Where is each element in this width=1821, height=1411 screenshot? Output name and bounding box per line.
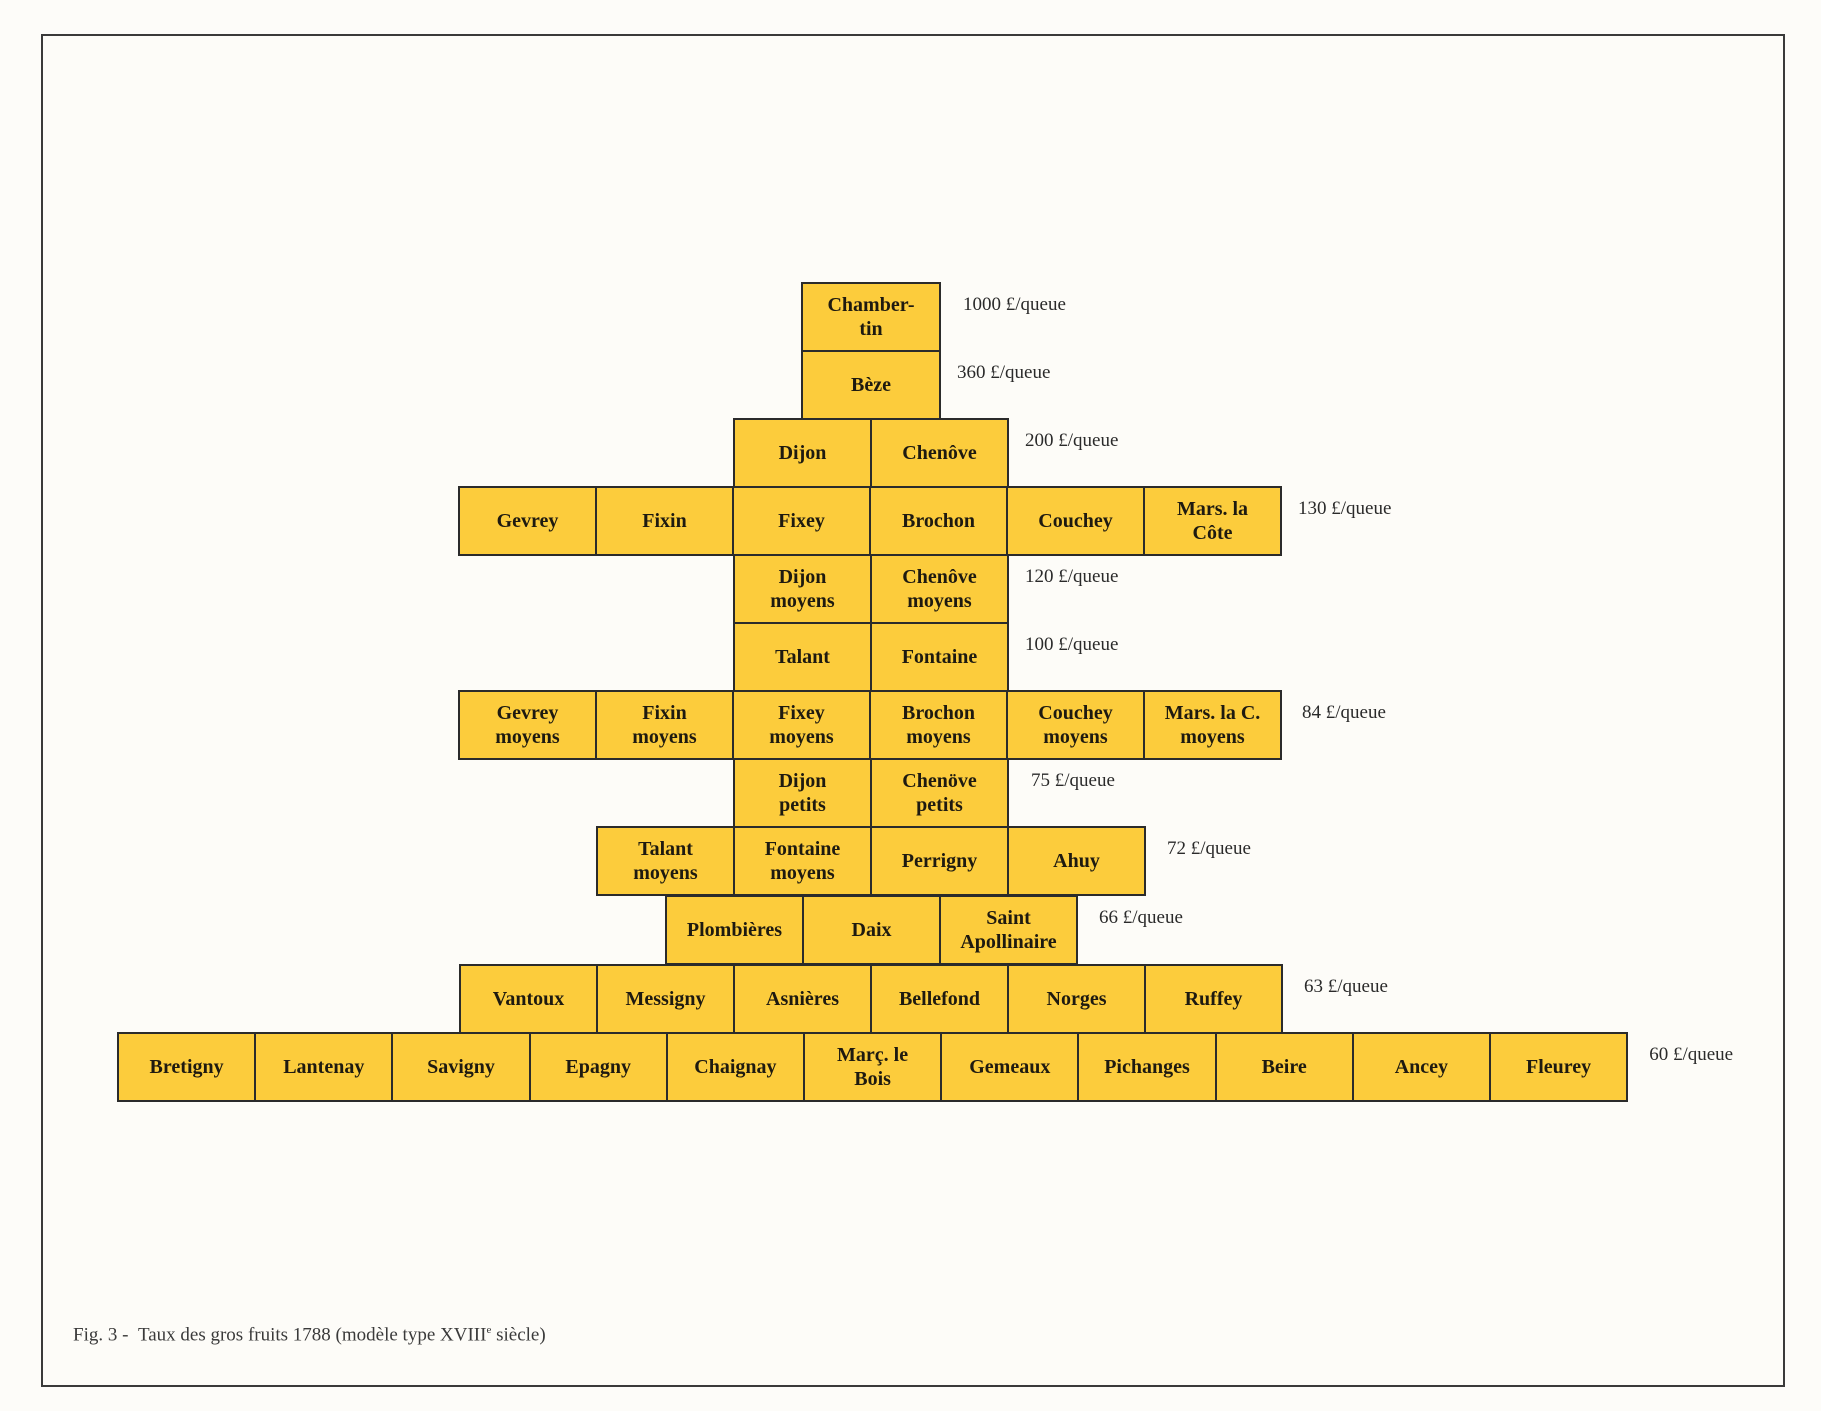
- village-cell: Talant moyens: [596, 826, 735, 896]
- village-cell: Ancey: [1351, 1032, 1491, 1102]
- village-cell: Vantoux: [459, 964, 598, 1034]
- caption-prefix: Fig. 3 -: [73, 1324, 129, 1346]
- caption-sup: e: [486, 1324, 492, 1336]
- village-cell: Març. le Bois: [803, 1032, 943, 1102]
- rate-label: 100 £/queue: [1025, 634, 1119, 655]
- village-cell: Dijon petits: [733, 758, 872, 828]
- village-cell: Pichanges: [1077, 1032, 1217, 1102]
- rate-label: 130 £/queue: [1298, 498, 1392, 519]
- village-cell: Ruffey: [1144, 964, 1283, 1034]
- caption-suffix: siècle): [491, 1324, 546, 1346]
- village-cell: Perrigny: [870, 826, 1009, 896]
- village-cell: Norges: [1007, 964, 1146, 1034]
- village-cell: Asnières: [733, 964, 872, 1034]
- village-cell: Epagny: [528, 1032, 668, 1102]
- village-cell: Gemeaux: [940, 1032, 1080, 1102]
- rate-label: 360 £/queue: [957, 362, 1051, 383]
- village-cell: Couchey moyens: [1006, 690, 1145, 760]
- rate-label: 120 £/queue: [1025, 566, 1119, 587]
- village-cell: Chenôve moyens: [870, 554, 1009, 624]
- rate-label: 72 £/queue: [1167, 838, 1251, 859]
- village-cell: Fixin moyens: [595, 690, 734, 760]
- village-cell: Talant: [733, 622, 872, 692]
- village-cell: Beire: [1214, 1032, 1354, 1102]
- rate-label: 60 £/queue: [1649, 1044, 1734, 1065]
- village-cell: Fixin: [595, 486, 734, 556]
- village-cell: Plombières: [665, 895, 804, 965]
- village-cell: Brochon moyens: [869, 690, 1008, 760]
- rate-label: 200 £/queue: [1025, 430, 1119, 451]
- village-cell: Dijon: [733, 418, 872, 488]
- village-cell: Bèze: [801, 350, 941, 420]
- village-cell: Saint Apollinaire: [939, 895, 1078, 965]
- village-cell: Daix: [802, 895, 941, 965]
- village-cell: Dijon moyens: [733, 554, 872, 624]
- village-cell: Savigny: [391, 1032, 531, 1102]
- village-cell: Fixey: [732, 486, 871, 556]
- rate-label: 1000 £/queue: [963, 294, 1066, 315]
- village-cell: Chenöve petits: [870, 758, 1009, 828]
- village-cell: Mars. la Côte: [1143, 486, 1282, 556]
- village-cell: Chamber- tin: [801, 282, 941, 352]
- village-cell: Messigny: [596, 964, 735, 1034]
- village-cell: Fleurey: [1489, 1032, 1629, 1102]
- village-cell: Chenôve: [870, 418, 1009, 488]
- rate-label: 75 £/queue: [1031, 770, 1115, 791]
- village-cell: Gevrey: [458, 486, 597, 556]
- village-cell: Fontaine moyens: [733, 826, 872, 896]
- village-cell: Ahuy: [1007, 826, 1146, 896]
- figure-caption: Fig. 3 - Taux des gros fruits 1788 (modè…: [73, 1324, 546, 1346]
- village-cell: Fontaine: [870, 622, 1009, 692]
- rate-label: 84 £/queue: [1302, 702, 1386, 723]
- village-cell: Chaignay: [665, 1032, 805, 1102]
- caption-text: Taux des gros fruits 1788 (modèle type X…: [137, 1324, 487, 1346]
- village-cell: Gevrey moyens: [458, 690, 597, 760]
- village-cell: Bretigny: [117, 1032, 257, 1102]
- village-cell: Lantenay: [254, 1032, 394, 1102]
- rate-label: 66 £/queue: [1099, 907, 1183, 928]
- village-cell: Bellefond: [870, 964, 1009, 1034]
- rate-label: 63 £/queue: [1304, 976, 1388, 997]
- village-cell: Mars. la C. moyens: [1143, 690, 1282, 760]
- village-cell: Brochon: [869, 486, 1008, 556]
- village-cell: Couchey: [1006, 486, 1145, 556]
- village-cell: Fixey moyens: [732, 690, 871, 760]
